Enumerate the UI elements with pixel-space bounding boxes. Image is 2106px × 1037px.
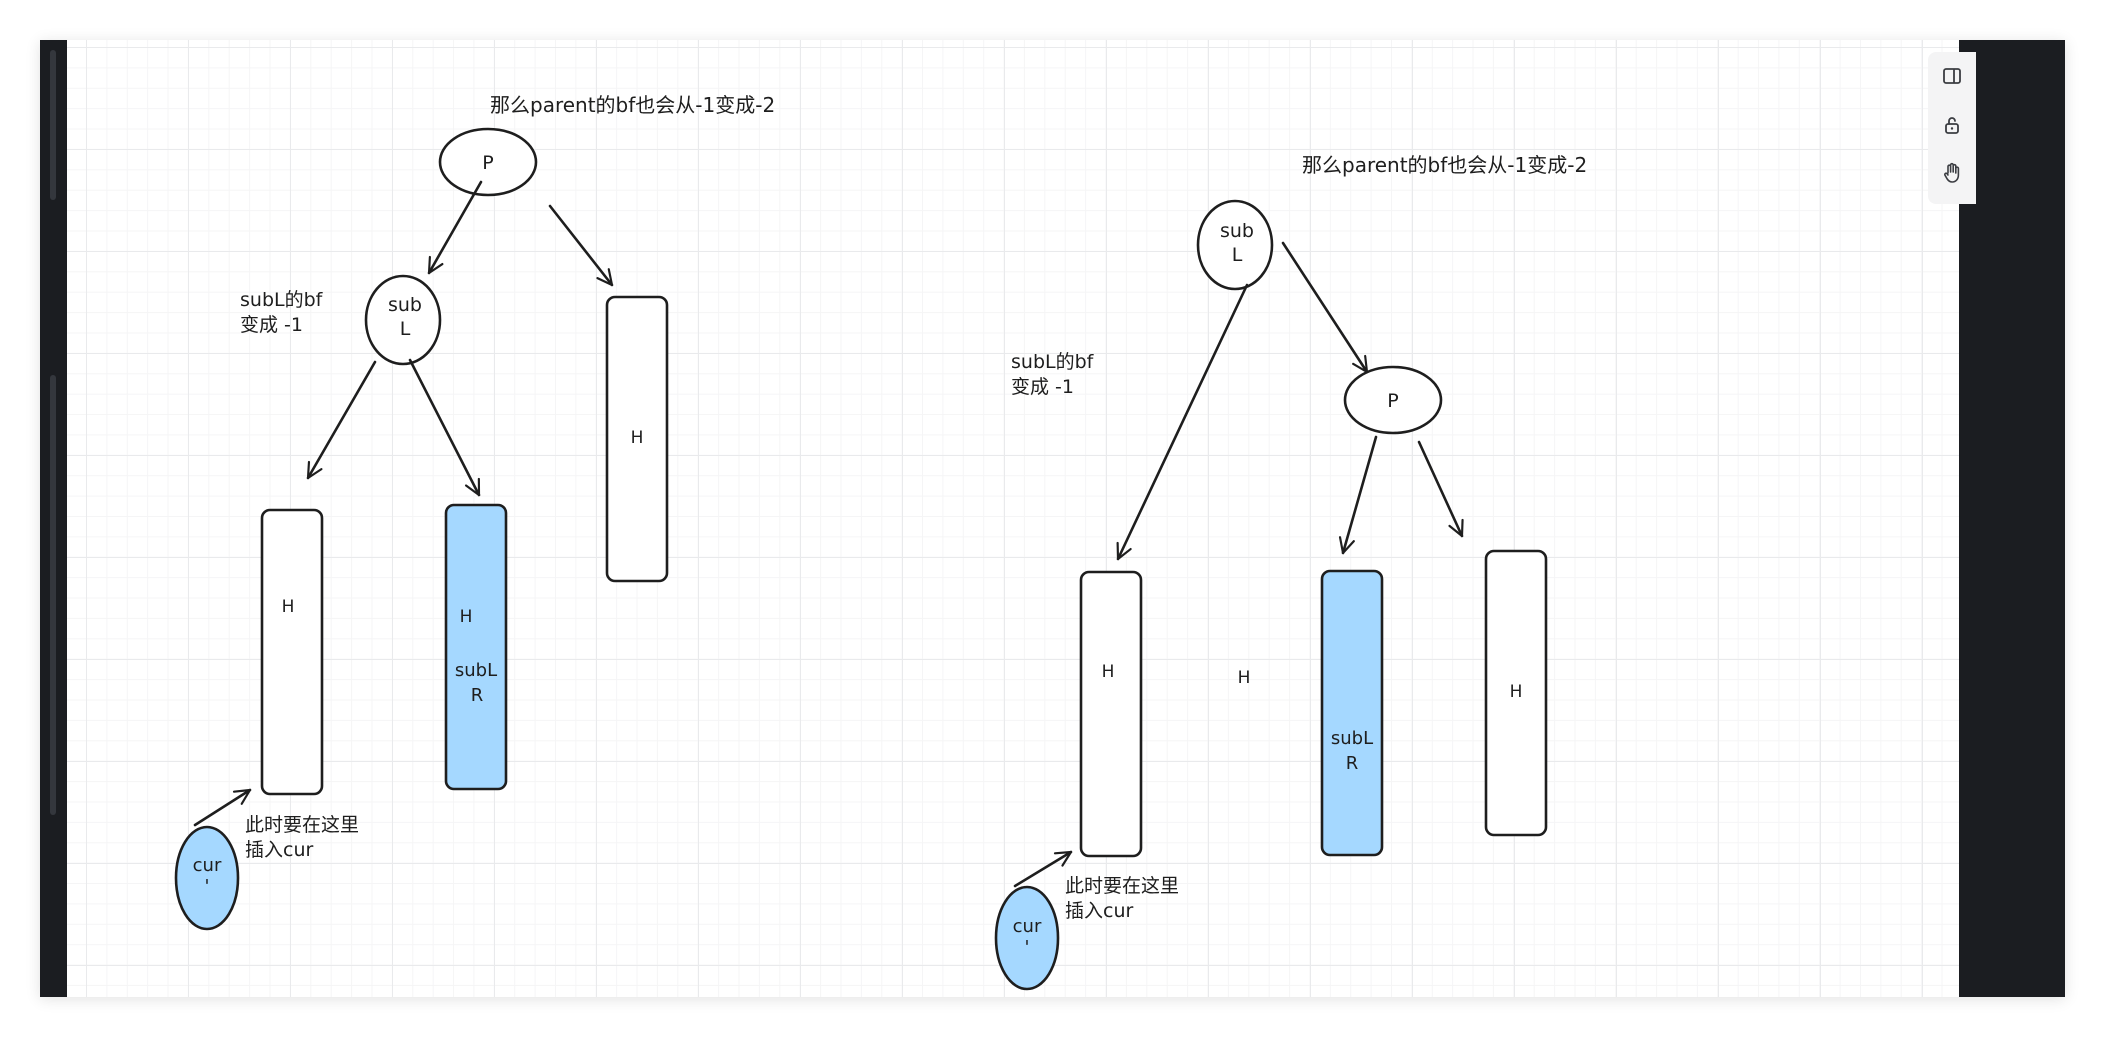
- left-arrow-p-to-subl[interactable]: [427, 180, 483, 275]
- right-note-subl-1: subL的bf: [1011, 351, 1095, 373]
- left-arrow-subl-to-sublr[interactable]: [408, 358, 481, 497]
- left-bar-subl-r[interactable]: [444, 503, 508, 791]
- right-note-insert-2: 插入cur: [1065, 900, 1133, 922]
- left-annotation-top: 那么parent的bf也会从-1变成-2: [490, 93, 775, 117]
- right-node-subl-label-1: sub: [1220, 220, 1254, 242]
- unlock-icon: [1942, 115, 1962, 139]
- right-node-cur-label-1: cur: [1013, 916, 1042, 937]
- diagram-svg: 那么parent的bf也会从-1变成-2 P sub L subL的bf 变成 …: [174, 93, 1587, 991]
- right-dark-panel: [1959, 40, 2065, 997]
- left-note-subl-2: 变成 -1: [240, 314, 303, 336]
- right-arrow-p-to-sublr[interactable]: [1338, 435, 1378, 555]
- canvas-toolbar: [1928, 52, 1976, 204]
- right-arrow-p-to-h[interactable]: [1417, 440, 1464, 538]
- right-arrow-cur-to-h[interactable]: [1013, 850, 1073, 888]
- right-bar-h-left[interactable]: [1079, 570, 1143, 858]
- left-arrow-cur-to-h[interactable]: [193, 788, 252, 827]
- sidebar-panel-icon: [1942, 66, 1962, 90]
- left-bar-h-left[interactable]: [260, 508, 324, 796]
- hand-icon: [1942, 162, 1962, 188]
- left-arrow-subl-to-h[interactable]: [306, 360, 377, 480]
- right-node-subl[interactable]: [1196, 199, 1274, 291]
- right-note-subl-2: 变成 -1: [1011, 376, 1074, 398]
- right-annotation-top: 那么parent的bf也会从-1变成-2: [1302, 153, 1587, 177]
- left-bar-h-left-label: H: [282, 597, 295, 617]
- left-node-cur-label-1: cur: [193, 855, 222, 876]
- right-free-h-label: H: [1238, 668, 1251, 688]
- left-bar-h-right-label: H: [631, 428, 644, 448]
- right-node-subl-label-2: L: [1232, 244, 1243, 266]
- left-node-subl-label-1: sub: [388, 294, 422, 316]
- left-sidebar: [40, 40, 67, 997]
- right-bar-h-right-label: H: [1510, 682, 1523, 702]
- app-window: 那么parent的bf也会从-1变成-2 P sub L subL的bf 变成 …: [40, 40, 2065, 997]
- left-node-cur[interactable]: [174, 825, 240, 931]
- left-arrow-p-to-h[interactable]: [548, 204, 614, 287]
- left-node-subl-label-2: L: [400, 318, 411, 340]
- whiteboard-canvas[interactable]: 那么parent的bf也会从-1变成-2 P sub L subL的bf 变成 …: [67, 40, 1959, 997]
- right-node-p-label: P: [1387, 390, 1398, 412]
- toggle-sidebar-button[interactable]: [1932, 58, 1972, 98]
- right-bar-h-left-label: H: [1102, 662, 1115, 682]
- right-bar-subl-r[interactable]: [1320, 569, 1384, 857]
- left-bar-subl-r-label-2: R: [471, 685, 484, 706]
- left-note-insert-1: 此时要在这里: [245, 814, 359, 836]
- right-arrow-subl-to-h[interactable]: [1116, 283, 1249, 561]
- left-node-subl[interactable]: [364, 274, 442, 366]
- left-bar-h-right[interactable]: [605, 295, 669, 583]
- lock-toggle-button[interactable]: [1932, 107, 1972, 147]
- left-node-p-label: P: [482, 152, 493, 174]
- right-node-p[interactable]: [1343, 365, 1443, 435]
- left-node-p[interactable]: [438, 127, 538, 197]
- left-note-subl-1: subL的bf: [240, 289, 324, 311]
- right-bar-subl-r-label-1: subL: [1331, 728, 1373, 749]
- right-node-cur-label-2: ': [1025, 937, 1030, 958]
- left-sidebar-scrollbar[interactable]: [50, 375, 56, 815]
- right-node-cur[interactable]: [994, 885, 1060, 991]
- right-note-insert-1: 此时要在这里: [1065, 875, 1179, 897]
- left-bar-subl-r-h: H: [460, 607, 473, 627]
- left-node-cur-label-2: ': [205, 876, 210, 897]
- right-arrow-subl-to-p[interactable]: [1281, 241, 1369, 374]
- left-sidebar-scroll-track[interactable]: [50, 50, 56, 200]
- pan-tool-button[interactable]: [1932, 155, 1972, 195]
- right-bar-subl-r-label-2: R: [1346, 753, 1359, 774]
- left-note-insert-2: 插入cur: [245, 839, 313, 861]
- right-bar-h-right[interactable]: [1484, 549, 1548, 837]
- left-bar-subl-r-label-1: subL: [455, 660, 497, 681]
